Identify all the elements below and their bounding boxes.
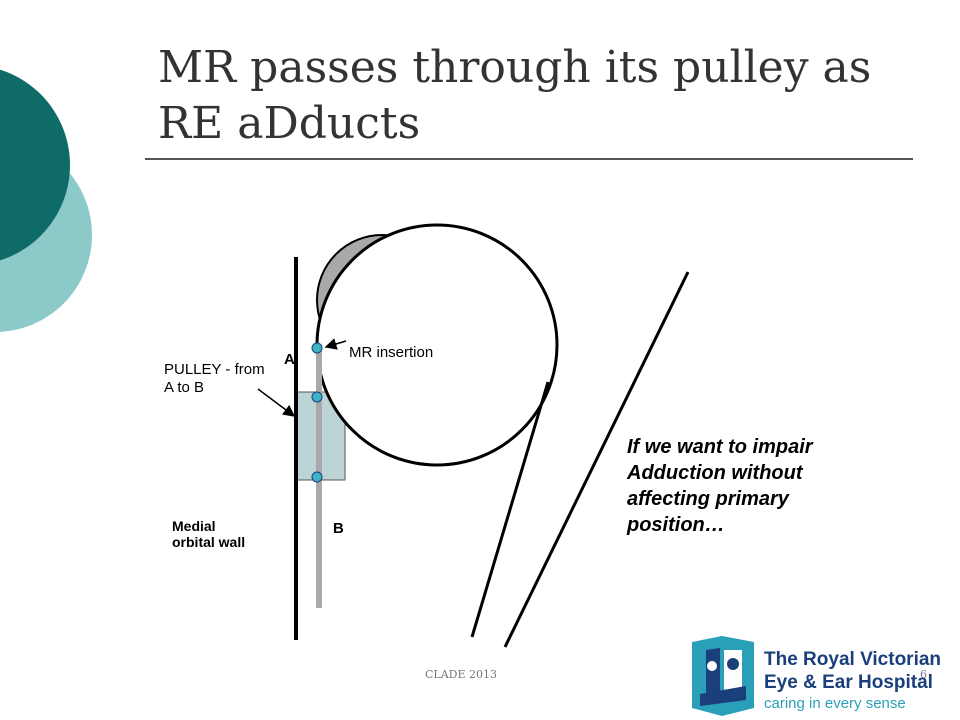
title-line-2: RE aDducts: [158, 98, 421, 149]
lateral-line-inner: [470, 381, 550, 638]
footer-text: CLADE 2013: [425, 668, 498, 681]
page-number: 6: [920, 668, 927, 681]
insertion-marker: [311, 342, 323, 354]
medial-orbital-wall-label: Medial orbital wall: [172, 518, 246, 550]
pulley-arrow: [257, 388, 296, 417]
pulley-point-a-marker: [311, 391, 323, 403]
point-b-label: B: [333, 520, 344, 537]
logo-tagline: caring in every sense: [764, 695, 906, 712]
logo-name: The Royal Victorian Eye & Ear Hospital: [764, 648, 941, 694]
lateral-line-outer: [503, 271, 690, 648]
mr-insertion-label: MR insertion: [349, 344, 434, 361]
point-a-label: A: [284, 351, 295, 368]
title-rule: [145, 158, 913, 160]
logo-name-line-2: Eye & Ear Hospital: [764, 672, 933, 693]
decor-dark-circle: [0, 69, 70, 261]
slide-title: MR passes through its pulley as RE aDduc…: [158, 40, 918, 152]
insertion-arrow: [324, 338, 347, 350]
logo-name-line-1: The Royal Victorian: [764, 649, 942, 670]
adduction-note: If we want to impair Adduction without a…: [627, 436, 813, 536]
pulley-label: PULLEY - from A to B: [164, 361, 265, 396]
pulley-point-b-marker: [311, 471, 323, 483]
title-line-1: MR passes through its pulley as: [158, 42, 872, 93]
